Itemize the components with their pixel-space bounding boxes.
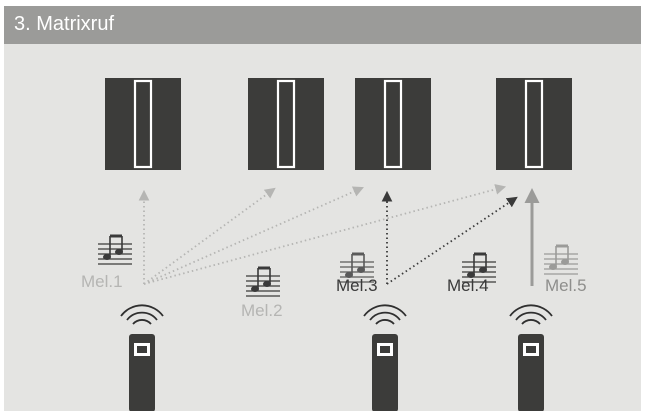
receiver-4-icon bbox=[494, 76, 574, 172]
melody-label-1: Mel.1 bbox=[81, 272, 123, 291]
receiver-2-icon bbox=[246, 76, 326, 172]
diagram-canvas bbox=[96, 76, 580, 411]
arrow-mel1-to-receiver-4 bbox=[143, 184, 507, 285]
music-notes-icon-mel5 bbox=[542, 244, 580, 276]
receiver-3-icon bbox=[353, 76, 433, 172]
music-notes-icon-mel2 bbox=[244, 266, 282, 298]
diagram-panel: 3. Matrixruf bbox=[4, 6, 641, 411]
arrow-mel1-to-receiver-2 bbox=[143, 187, 276, 285]
music-notes-icon-mel1 bbox=[96, 234, 134, 266]
header-bar: 3. Matrixruf bbox=[4, 6, 641, 44]
page-title: 3. Matrixruf bbox=[14, 13, 115, 35]
arrow-mel4-to-receiver-4 bbox=[386, 196, 518, 285]
transmitter-3-icon bbox=[518, 334, 544, 411]
melody-label-3: Mel.3 bbox=[336, 276, 378, 295]
receiver-1-icon bbox=[103, 76, 183, 172]
signal-waves-icon-2 bbox=[363, 304, 407, 325]
transmitter-2-icon bbox=[372, 334, 398, 411]
signal-waves-icon-1 bbox=[120, 304, 164, 325]
melody-label-4: Mel.4 bbox=[447, 276, 489, 295]
melody-label-2: Mel.2 bbox=[241, 301, 283, 320]
arrow-mel1-to-receiver-3 bbox=[143, 186, 364, 285]
signal-waves-icon-3 bbox=[509, 304, 553, 325]
transmitter-1-icon bbox=[129, 334, 155, 411]
melody-label-5: Mel.5 bbox=[545, 276, 587, 295]
